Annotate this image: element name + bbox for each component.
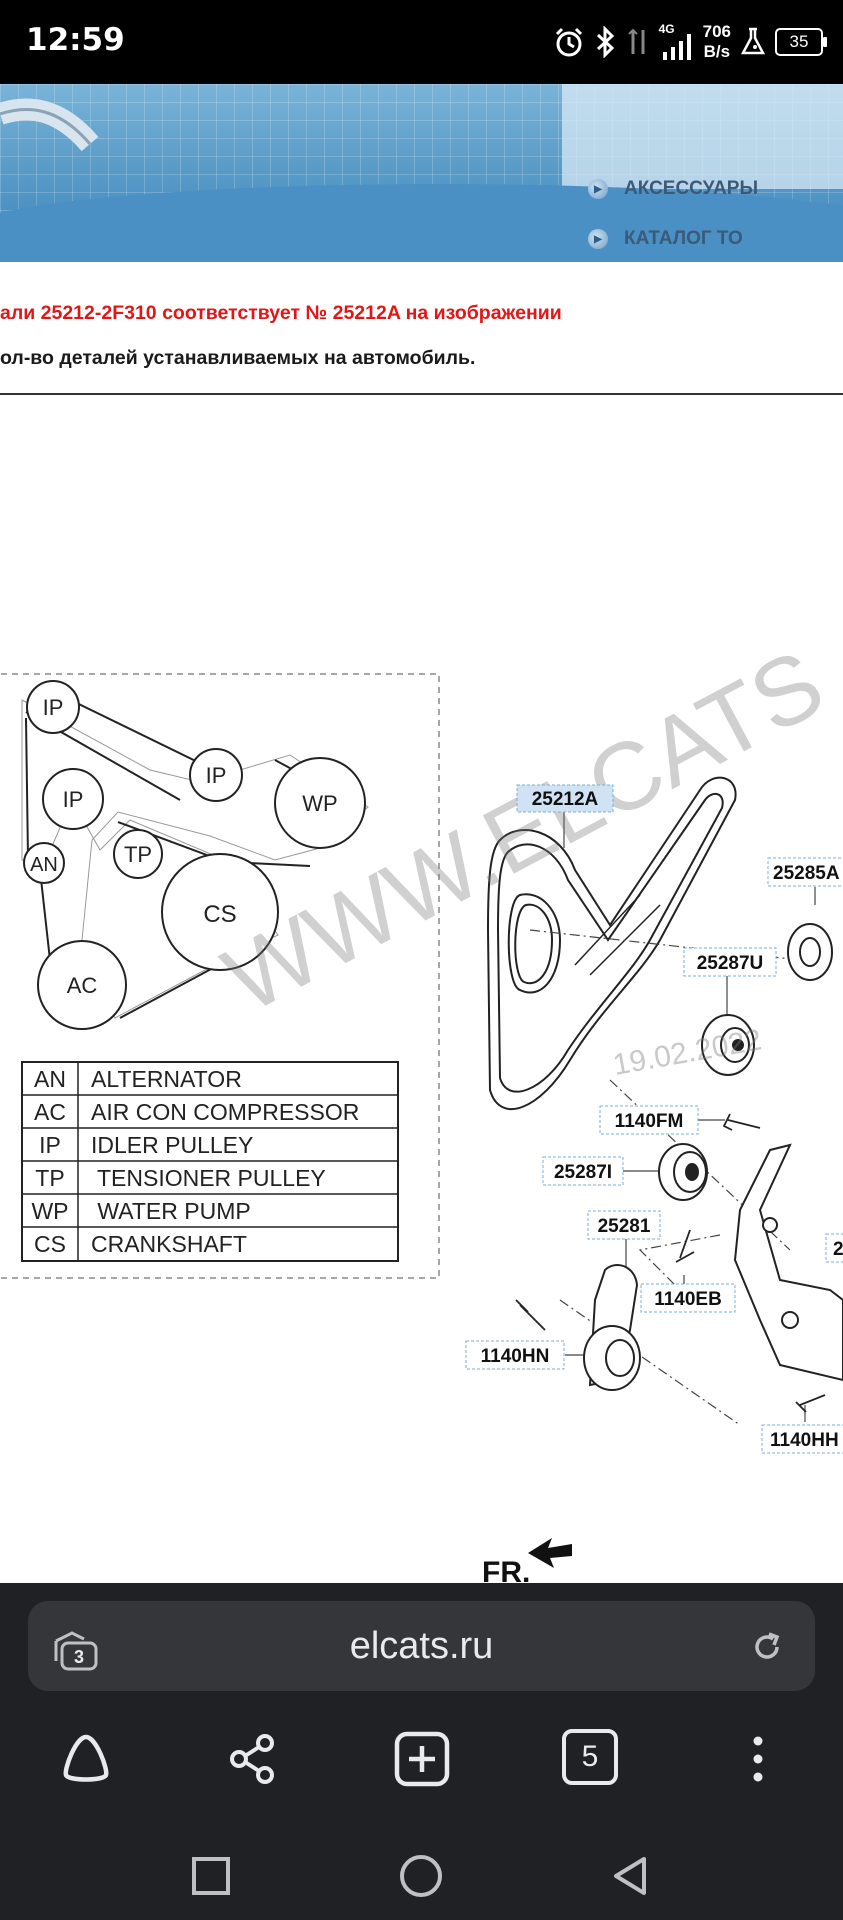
divider	[0, 393, 843, 395]
banner-wave	[0, 184, 843, 262]
browser-toolbar: elcats.ru 3 5	[0, 1583, 843, 1920]
part-match-notice: али 25212-2F310 соответствует № 25212A н…	[0, 302, 562, 324]
menu-item-maintenance-catalog[interactable]: ▶ КАТАЛОГ ТО	[588, 228, 743, 250]
legend-name: IDLER PULLEY	[91, 1132, 253, 1158]
address-url[interactable]: elcats.ru	[349, 1625, 494, 1667]
belt-drawing	[486, 776, 737, 1110]
front-direction-marker: FR.	[482, 1538, 572, 1583]
tensioner-25281-sketch	[583, 1264, 641, 1391]
legend-name: AIR CON COMPRESSOR	[91, 1099, 359, 1125]
more-options-icon[interactable]	[740, 1729, 776, 1789]
menu-item-label: АКСЕССУАРЫ	[624, 178, 759, 199]
pulley-25287i-sketch	[658, 1143, 708, 1201]
pulley-tp: TP	[113, 829, 163, 879]
pulley-legend-table: AN ALTERNATOR AC AIR CON COMPRESSOR IP I…	[21, 1061, 399, 1262]
belt-routing-frame	[0, 673, 440, 1279]
pulley-25285a-sketch	[787, 923, 833, 981]
part-label[interactable]: 25285A	[773, 863, 840, 884]
status-time: 12:59	[26, 22, 125, 58]
lab-flask-icon	[741, 27, 765, 55]
legend-code: AC	[34, 1099, 66, 1125]
banner-engine-image	[0, 98, 99, 152]
tab-count: 5	[581, 1740, 599, 1773]
pulley-an: AN	[23, 842, 65, 884]
bluetooth-icon	[596, 26, 614, 58]
alarm-icon	[555, 27, 582, 57]
tab-group-icon[interactable]: 3	[50, 1625, 102, 1673]
home-shape-icon[interactable]	[56, 1729, 116, 1789]
reload-icon[interactable]	[749, 1629, 785, 1665]
pulley-cs: CS	[161, 853, 279, 971]
speed-value: 706	[702, 22, 731, 41]
pulley-label: IP	[43, 695, 64, 720]
browser-bottom-actions: 5	[0, 1707, 843, 1817]
part-label[interactable]: 1140HN	[481, 1346, 550, 1367]
part-label-selected[interactable]: 25212A	[532, 789, 599, 810]
part-label[interactable]: 1140EB	[654, 1289, 722, 1310]
legend-name: ALTERNATOR	[91, 1066, 242, 1092]
share-icon[interactable]	[225, 1729, 281, 1789]
pulley-label: IP	[206, 763, 227, 788]
pulley-label: CS	[203, 901, 236, 928]
legend-code: IP	[39, 1132, 61, 1158]
pulley-label: WP	[302, 791, 337, 816]
system-navigation-bar	[0, 1835, 843, 1920]
legend-name: CRANKSHAFT	[91, 1231, 247, 1257]
pulley-label: AC	[67, 973, 98, 998]
site-banner: ▶ АКСЕССУАРЫ ▶ КАТАЛОГ ТО	[0, 84, 843, 262]
tab-group-count: 3	[74, 1647, 84, 1667]
menu-item-label: КАТАЛОГ ТО	[624, 228, 743, 249]
part-label[interactable]: 25287I	[554, 1162, 612, 1183]
legend-code: CS	[34, 1231, 66, 1257]
home-icon[interactable]	[398, 1853, 444, 1899]
pulley-ip-3: IP	[42, 768, 104, 830]
menu-bullet-icon: ▶	[588, 229, 608, 249]
pulley-25287u-sketch	[701, 1014, 755, 1076]
part-label[interactable]: 2	[833, 1239, 843, 1260]
network-type: 4G	[658, 22, 675, 36]
part-label[interactable]: 1140HH	[770, 1430, 839, 1451]
back-icon[interactable]	[610, 1855, 652, 1897]
tab-switcher-button[interactable]: 5	[562, 1729, 618, 1785]
legend-code: WP	[31, 1198, 68, 1224]
legend-code: AN	[34, 1066, 66, 1092]
part-label[interactable]: 25281	[598, 1216, 651, 1237]
parts-diagram: IP IP WP IP AN TP CS AC AN ALTERNATOR AC…	[0, 629, 843, 1583]
pulley-label: AN	[30, 854, 58, 876]
part-label[interactable]: 25287U	[697, 953, 764, 974]
new-tab-icon[interactable]	[392, 1729, 452, 1789]
bracket-sketch	[733, 1143, 843, 1382]
pulley-ip-1: IP	[26, 680, 80, 734]
pulley-label: TP	[124, 842, 152, 867]
battery-level: 35	[789, 32, 809, 51]
front-label: FR.	[482, 1556, 530, 1583]
pulley-ip-2: IP	[189, 748, 243, 802]
quantity-notice: ол-во деталей устанавливаемых на автомоб…	[0, 347, 476, 369]
recents-icon[interactable]	[190, 1855, 232, 1897]
pulley-ac: AC	[37, 940, 127, 1030]
data-arrows-icon	[627, 28, 645, 54]
bolts-sketch	[515, 1113, 826, 1413]
pulley-label: IP	[63, 787, 84, 812]
network-speed: 706 B/s	[703, 22, 731, 62]
legend-code: TP	[35, 1165, 64, 1191]
status-bar: 12:59 4G 706 B/s 35	[0, 0, 843, 84]
legend-name: TENSIONER PULLEY	[91, 1165, 326, 1191]
banner-menu-panel	[562, 84, 843, 189]
battery-icon: 35	[775, 28, 827, 56]
pulley-wp: WP	[274, 757, 366, 849]
watermark-date: 19.02.2022	[610, 1023, 764, 1082]
menu-item-accessories[interactable]: ▶ АКСЕССУАРЫ	[588, 178, 758, 200]
address-bar[interactable]: elcats.ru 3	[28, 1601, 815, 1691]
legend-name: WATER PUMP	[91, 1198, 251, 1224]
part-label[interactable]: 1140FM	[615, 1111, 684, 1132]
status-icons: 4G 706 B/s 35	[553, 16, 827, 68]
signal-icon: 4G	[659, 22, 693, 62]
speed-unit: B/s	[703, 42, 731, 61]
menu-bullet-icon: ▶	[588, 179, 608, 199]
